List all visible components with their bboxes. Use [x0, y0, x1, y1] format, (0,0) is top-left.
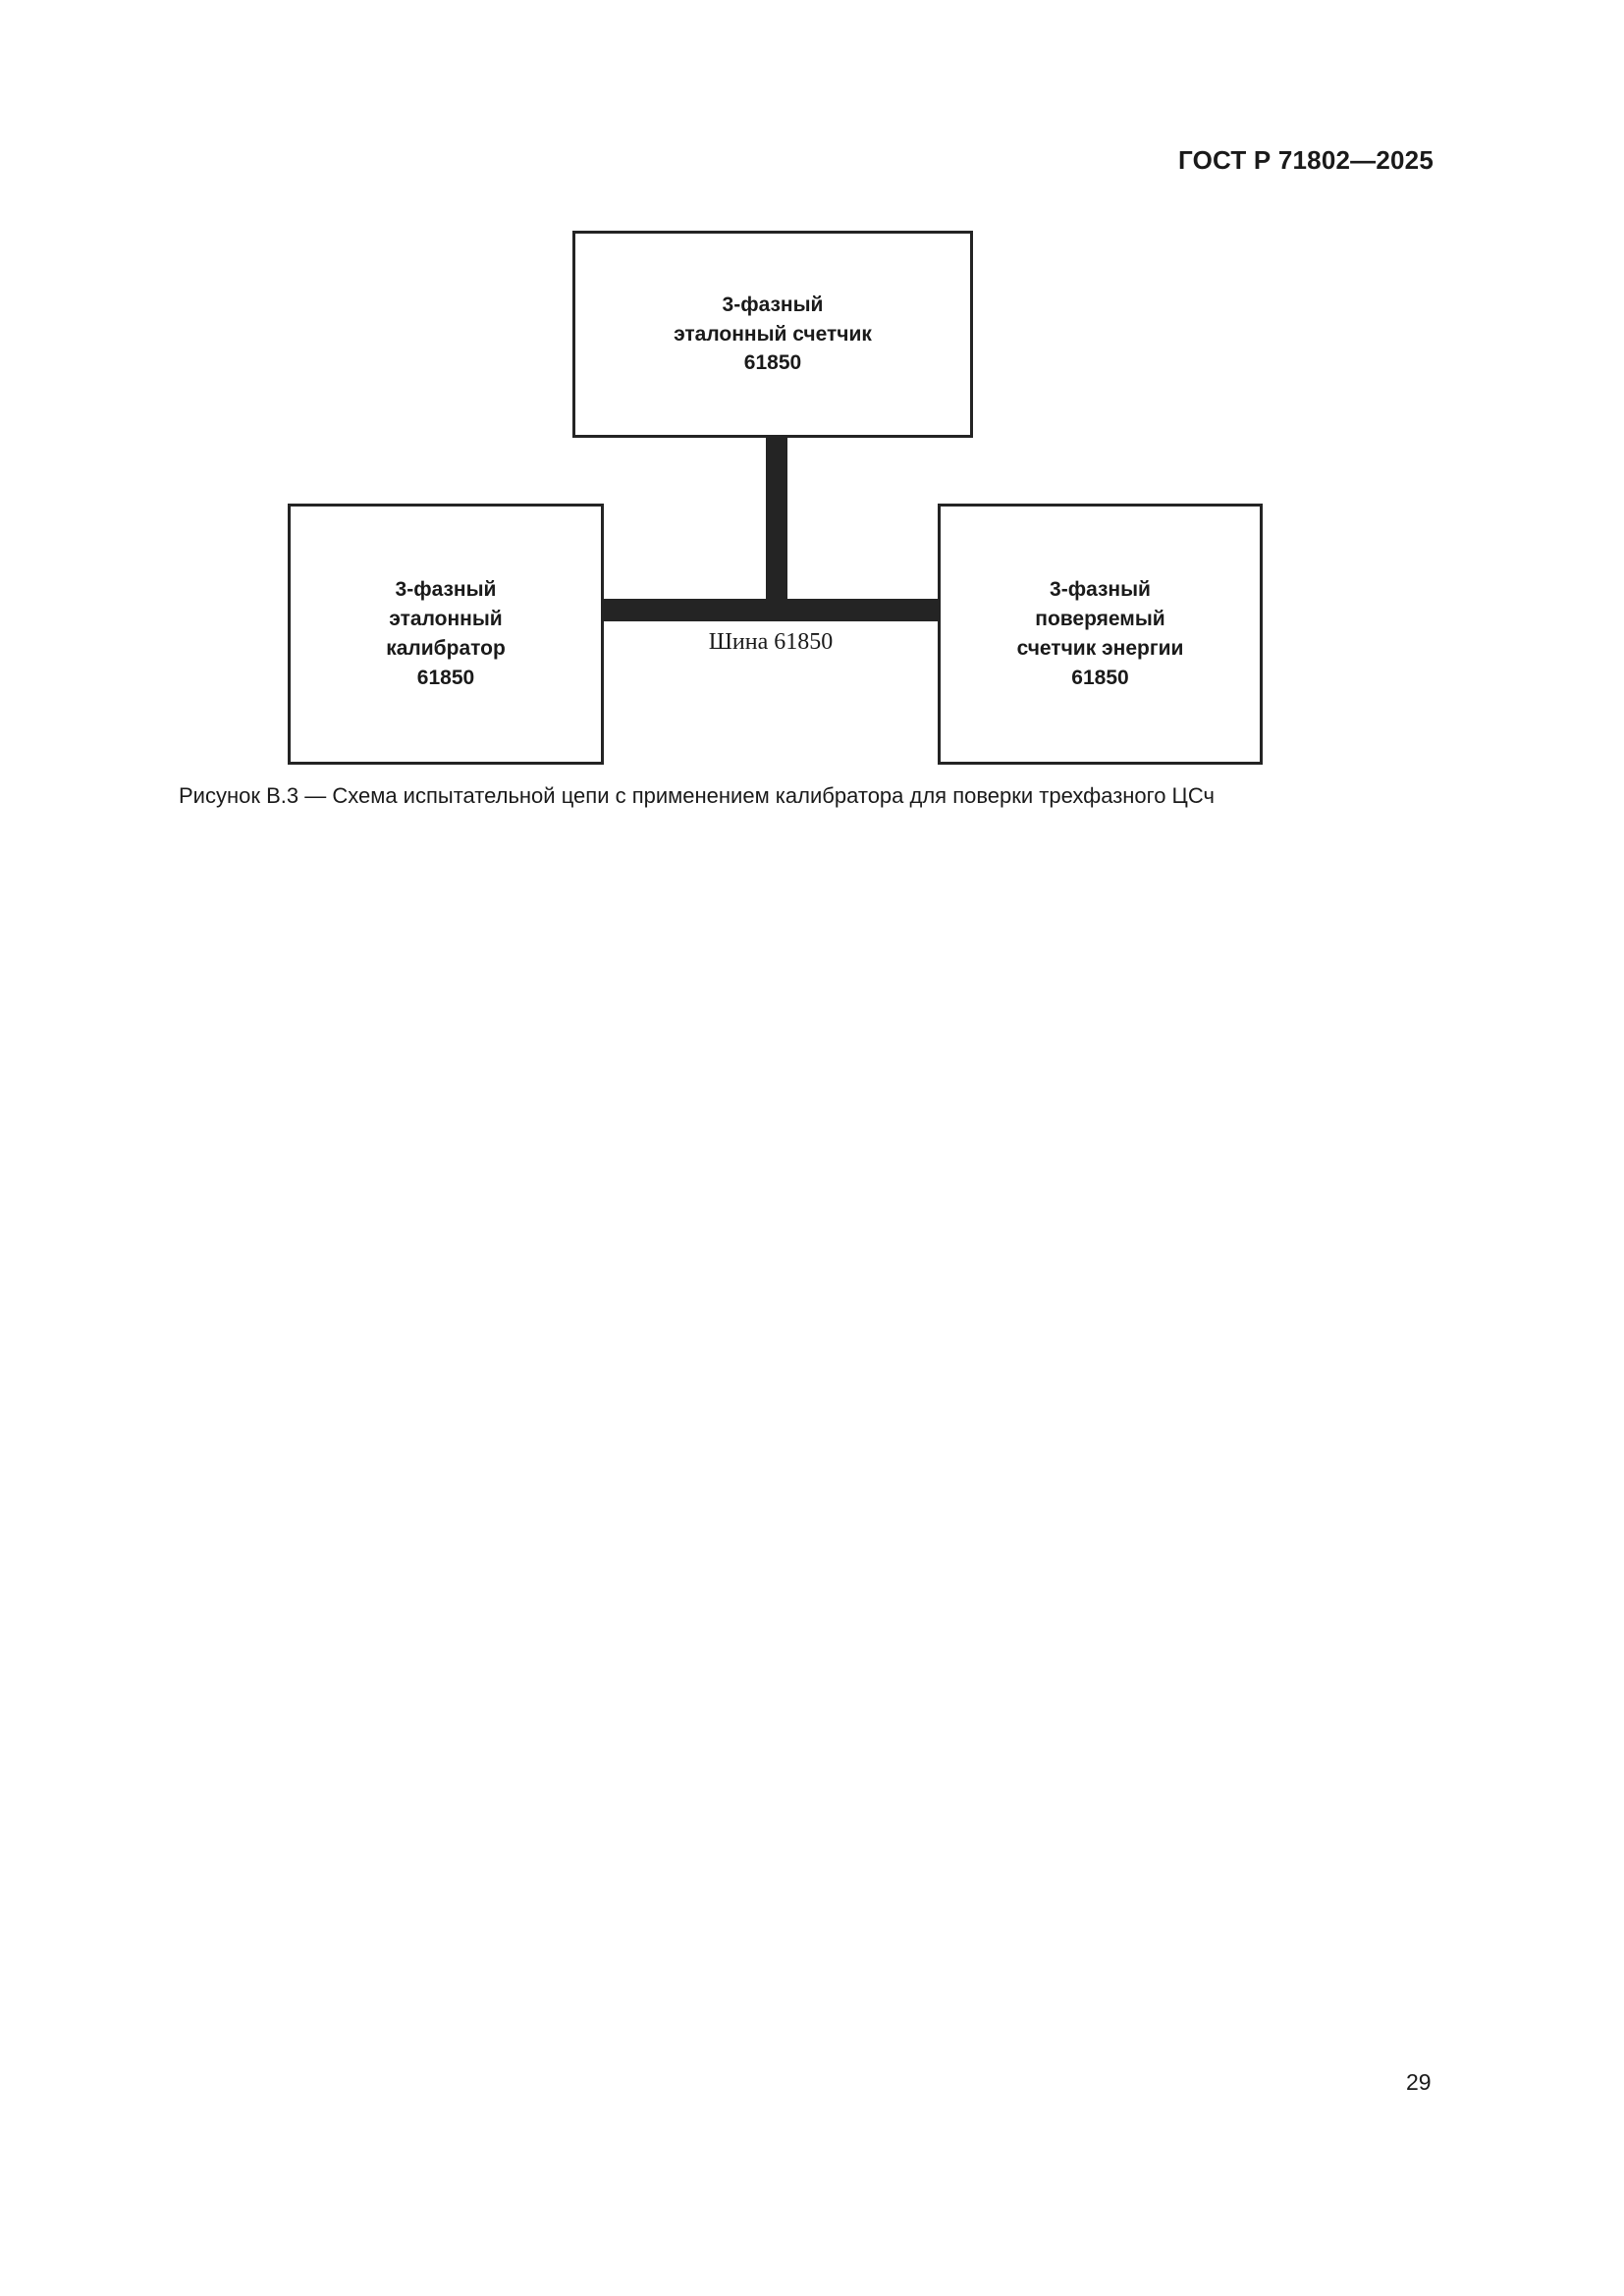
node-calibrator-line-2: эталонный [389, 608, 503, 631]
node-calibrator-line-4: 61850 [416, 666, 475, 689]
node-calibrator-line-1: 3-фазный [395, 578, 497, 602]
node-reference-meter-line-1: 3-фазный [722, 293, 824, 316]
diagram-node-calibrator: 3-фазный эталонный калибратор 61850 [288, 504, 604, 765]
node-meter-under-test-line-1: 3-фазный [1050, 578, 1151, 602]
node-reference-meter-line-2: эталонный счетчик [674, 322, 872, 346]
connector-vertical-bus-stub [766, 435, 787, 602]
bus-label-61850: Шина 61850 [708, 629, 834, 655]
node-meter-under-test-line-3: счетчик энергии [1016, 637, 1184, 660]
node-reference-meter-line-3: 61850 [743, 351, 802, 375]
page-header-standard-designation: ГОСТ Р 71802—2025 [1178, 145, 1434, 175]
figure-caption: Рисунок В.3 — Схема испытательной цепи с… [179, 783, 1215, 808]
diagram-node-meter-under-test: 3-фазный поверяемый счетчик энергии 6185… [938, 504, 1263, 765]
node-calibrator-line-3: калибратор [386, 637, 506, 660]
figure-v3-diagram: 3-фазный эталонный счетчик 61850 3-фазны… [0, 0, 1624, 844]
diagram-node-reference-meter: 3-фазный эталонный счетчик 61850 [572, 231, 973, 438]
connector-horizontal-bus [601, 599, 941, 621]
page-number: 29 [1406, 2069, 1432, 2095]
node-meter-under-test-line-2: поверяемый [1035, 608, 1165, 631]
node-meter-under-test-line-4: 61850 [1071, 666, 1129, 689]
